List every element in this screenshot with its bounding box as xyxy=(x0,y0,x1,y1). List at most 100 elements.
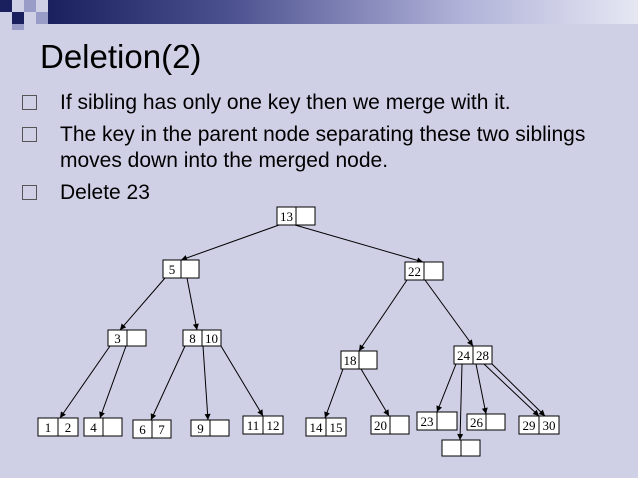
arrowhead-icon xyxy=(436,405,442,412)
tree-edge xyxy=(360,368,390,417)
node-key-slot xyxy=(209,419,230,437)
node-key-label: 1 xyxy=(45,420,52,435)
node-key-label: 15 xyxy=(330,420,343,435)
arrowhead-icon xyxy=(324,411,330,418)
node-key-label: 23 xyxy=(421,414,434,429)
tree-edge xyxy=(202,345,209,421)
bullet-square-icon xyxy=(22,185,37,200)
node-key-label: 12 xyxy=(267,418,280,433)
bullet-text: If sibling has only one key then we merg… xyxy=(60,91,511,114)
arrowhead-icon xyxy=(467,339,473,346)
tree-edge xyxy=(358,279,408,352)
tree-edge xyxy=(424,279,474,347)
tree-edge xyxy=(150,345,186,421)
decor-square xyxy=(0,0,12,12)
tree-edge xyxy=(459,363,463,441)
tree-node: 22 xyxy=(404,261,444,281)
tree-edge xyxy=(180,224,280,261)
decor-bar xyxy=(48,0,638,24)
arrowhead-icon xyxy=(204,413,211,420)
node-key-label: 30 xyxy=(543,418,556,433)
node-key-label: 6 xyxy=(139,422,146,437)
node-key-label: 7 xyxy=(158,422,165,437)
node-key-slot xyxy=(423,261,444,281)
node-key-slot xyxy=(262,415,284,435)
node-key-label: 22 xyxy=(408,264,421,279)
tree-node: 5 xyxy=(162,259,200,279)
node-key-slot xyxy=(151,419,172,439)
tree-node: 4 xyxy=(83,417,123,437)
node-key-label: 26 xyxy=(470,415,484,430)
tree-node: 23 xyxy=(416,411,458,431)
arrowhead-icon xyxy=(383,409,389,416)
node-key-slot xyxy=(180,259,200,279)
node-key-slot xyxy=(472,345,493,365)
tree-node xyxy=(441,439,481,457)
node-key-label: 29 xyxy=(523,418,536,433)
node-key-slot xyxy=(102,417,123,437)
bullet-square-icon xyxy=(22,95,37,110)
decor-square xyxy=(36,12,48,24)
node-key-slot xyxy=(358,350,378,370)
node-key-slot xyxy=(460,439,481,457)
bullet-item: If sibling has only one key then we merg… xyxy=(22,90,632,116)
node-key-label: 5 xyxy=(169,262,176,277)
node-key-label: 13 xyxy=(280,209,293,224)
slide-header-decoration xyxy=(0,0,638,30)
node-key-slot xyxy=(201,329,222,347)
node-key-slot xyxy=(436,411,458,431)
node-key-label: 8 xyxy=(189,331,196,346)
tree-edge xyxy=(186,277,198,331)
arrowhead-icon xyxy=(457,433,464,440)
node-key-label: 11 xyxy=(247,418,260,433)
decor-square xyxy=(12,24,24,30)
tree-edge xyxy=(436,363,457,413)
node-key-slot xyxy=(57,417,79,437)
node-key-slot xyxy=(325,417,347,437)
tree-edge xyxy=(119,277,166,331)
node-key-slot xyxy=(538,415,560,435)
node-key-label: 4 xyxy=(90,420,97,435)
node-key-slot xyxy=(126,329,147,347)
arrowhead-icon xyxy=(532,409,539,416)
tree-node: 29 30 xyxy=(518,415,560,435)
tree-edge xyxy=(475,363,487,415)
tree-edges xyxy=(59,224,546,441)
node-key-label: 2 xyxy=(65,420,72,435)
bullet-square-icon xyxy=(22,127,37,142)
decor-square xyxy=(12,12,24,24)
node-key-label: 18 xyxy=(344,353,357,368)
tree-node: 18 xyxy=(340,350,378,370)
tree-node: 3 xyxy=(107,329,147,347)
arrowhead-icon xyxy=(481,407,488,414)
tree-edge xyxy=(483,363,540,417)
slide-title: Deletion(2) xyxy=(40,38,202,75)
arrowhead-icon xyxy=(359,344,365,351)
arrowhead-icon xyxy=(99,411,105,418)
node-key-label: 9 xyxy=(197,421,204,436)
bullet-list: If sibling has only one key then we merg… xyxy=(22,90,632,212)
node-key-label: 3 xyxy=(114,331,121,346)
bullet-item: The key in the parent node separating th… xyxy=(22,122,632,174)
tree-node: 14 15 xyxy=(305,417,347,437)
tree-edge xyxy=(59,345,111,419)
tree-node: 26 xyxy=(466,413,506,431)
node-key-label: 14 xyxy=(310,420,324,435)
arrowhead-icon xyxy=(538,409,545,416)
tree-node: 20 xyxy=(370,415,410,435)
arrowhead-icon xyxy=(181,255,188,261)
bullet-item: Delete 23 xyxy=(22,180,632,206)
tree-edge xyxy=(324,368,344,419)
tree-edge xyxy=(294,224,424,263)
tree-node: 13 xyxy=(276,206,316,226)
node-key-label: 28 xyxy=(476,348,489,363)
arrowhead-icon xyxy=(150,413,157,420)
tree-edge xyxy=(491,363,546,417)
tree-edge xyxy=(99,345,127,419)
tree-node: 9 xyxy=(190,419,230,437)
